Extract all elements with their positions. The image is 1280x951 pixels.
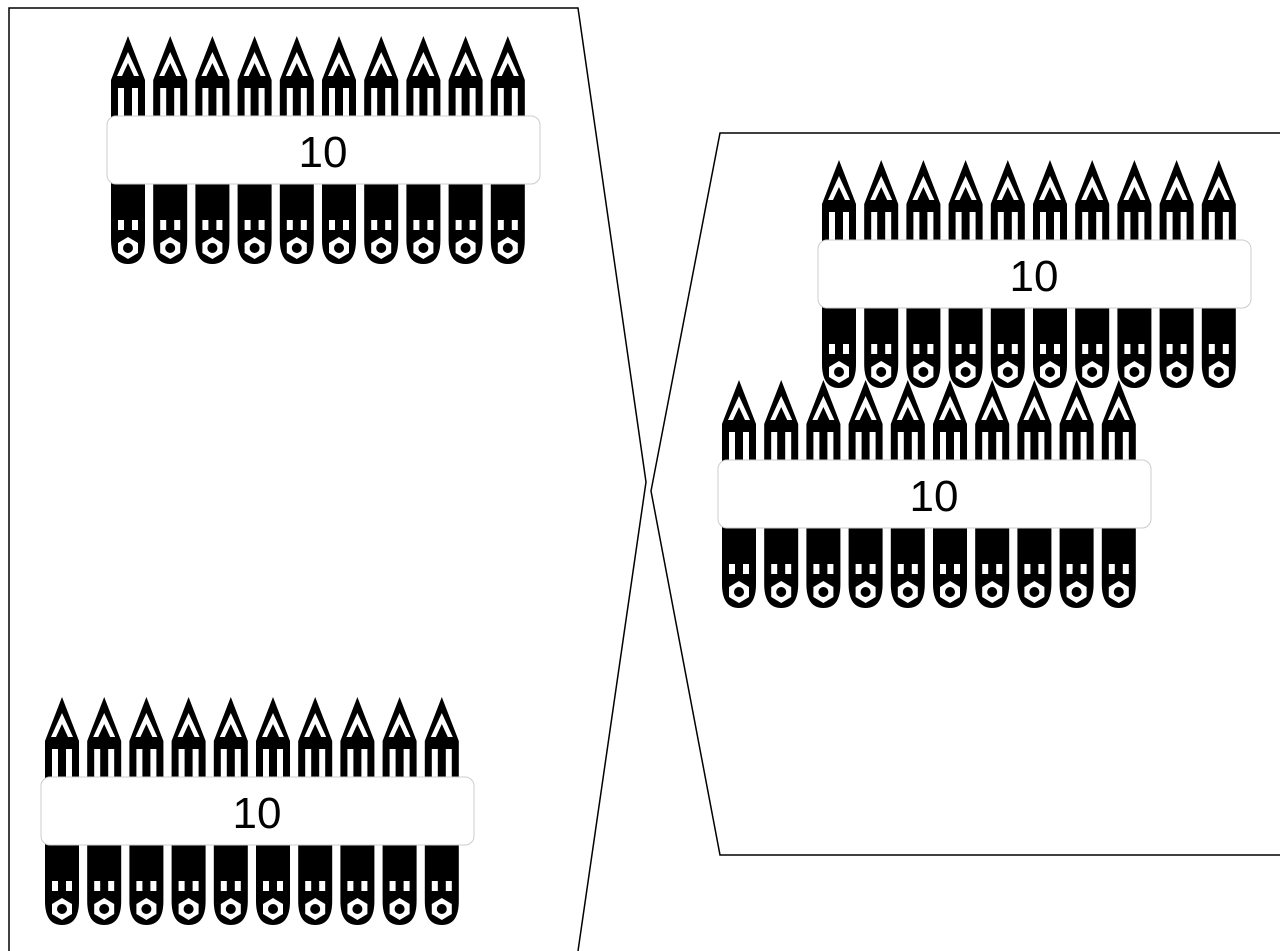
pack-count-label: 10 [233, 789, 282, 838]
pencil-pack: 10 [718, 380, 1151, 608]
pencil-pack: 10 [41, 697, 474, 925]
pack-count-label: 10 [1010, 252, 1059, 301]
pencil-pack: 10 [107, 36, 540, 264]
pack-count-label: 10 [910, 472, 959, 521]
right-panel: 10 10 [651, 133, 1280, 855]
left-panel: 10 10 [9, 8, 646, 951]
pencil-pack: 10 [818, 160, 1251, 388]
pack-count-label: 10 [299, 128, 348, 177]
